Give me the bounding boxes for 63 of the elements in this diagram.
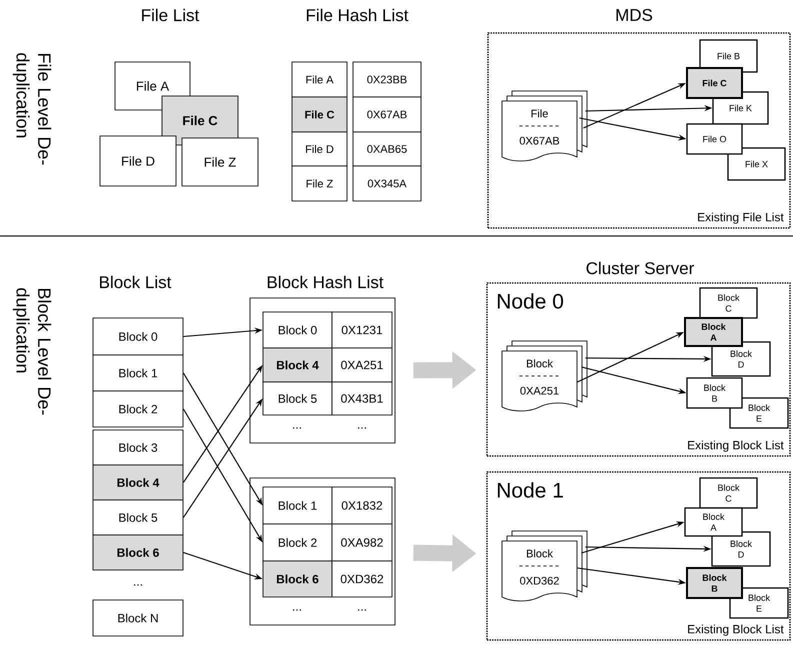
document-stack: File 0X67AB [502, 90, 588, 162]
block-box: Block 3 [92, 430, 184, 466]
section-label: Block Level De-duplication [12, 288, 52, 415]
list-heading: File Hash List [306, 8, 408, 22]
block-box: Block B [686, 377, 743, 409]
document-stack: Block 0XA251 [502, 340, 588, 412]
block-box: Block 5 [92, 500, 184, 536]
block-box: Block 0 [92, 318, 184, 356]
table-cell: 0XD362 [332, 560, 392, 598]
list-heading: Block List [100, 276, 172, 288]
file-box: File X [727, 147, 786, 181]
table-cell: 0X23BB [352, 62, 422, 98]
block-box: Block D [711, 341, 771, 377]
section-label: File Level De-duplication [12, 53, 52, 165]
ellipsis: ... [293, 427, 301, 429]
file-box: File Z [182, 138, 258, 186]
block-box: Block D [711, 531, 771, 567]
table-cell: 0XA251 [332, 348, 392, 382]
table-cell: 0X1231 [332, 312, 392, 348]
table-cell: Block 4 [262, 348, 332, 382]
table-cell: 0X1832 [332, 486, 392, 524]
document-stack: Block 0XD362 [502, 530, 588, 602]
block-box: Block 1 [92, 354, 184, 392]
file-box: File C [686, 67, 743, 99]
frame-heading: Node 0 [498, 293, 564, 309]
frame-heading: MDS [616, 8, 652, 22]
block-box: Block A [684, 507, 743, 537]
block-box: Block 6 [92, 534, 184, 570]
ellipsis: ... [293, 609, 301, 611]
table-cell: File C [292, 96, 348, 132]
ellipsis: ... [358, 427, 366, 429]
block-box: Block N [92, 600, 184, 636]
table-cell: 0X43B1 [332, 382, 392, 416]
block-box: Block A [684, 317, 743, 347]
block-box: Block C [699, 477, 758, 509]
table-cell: Block 2 [262, 524, 332, 562]
table-frame [250, 478, 396, 626]
table-cell: Block 6 [262, 560, 332, 598]
table-frame [250, 298, 396, 444]
block-box: Block 4 [92, 464, 184, 500]
list-heading: Cluster Server [586, 262, 694, 274]
ellipsis: ... [358, 609, 366, 611]
table-cell: File Z [292, 166, 348, 202]
table-cell: 0XA982 [332, 524, 392, 562]
block-box: Block 2 [92, 390, 184, 428]
block-box: Block E [729, 587, 789, 619]
list-heading: Block Hash List [268, 276, 384, 288]
block-box: Block E [729, 397, 789, 429]
file-box: File O [686, 123, 743, 155]
table-cell: Block 1 [262, 486, 332, 524]
table-cell: File A [292, 62, 348, 98]
table-cell: 0X345A [352, 166, 422, 202]
table-cell: Block 5 [262, 382, 332, 416]
ellipsis: ... [134, 584, 142, 586]
block-box: Block B [686, 567, 743, 599]
table-cell: File D [292, 132, 348, 166]
table-cell: 0XAB65 [352, 132, 422, 166]
table-cell: 0X67AB [352, 96, 422, 132]
list-heading: File List [142, 8, 200, 22]
frame-heading: Node 1 [498, 482, 563, 498]
file-box: File D [100, 136, 176, 186]
block-box: Block C [699, 287, 758, 319]
table-cell: Block 0 [262, 312, 332, 348]
